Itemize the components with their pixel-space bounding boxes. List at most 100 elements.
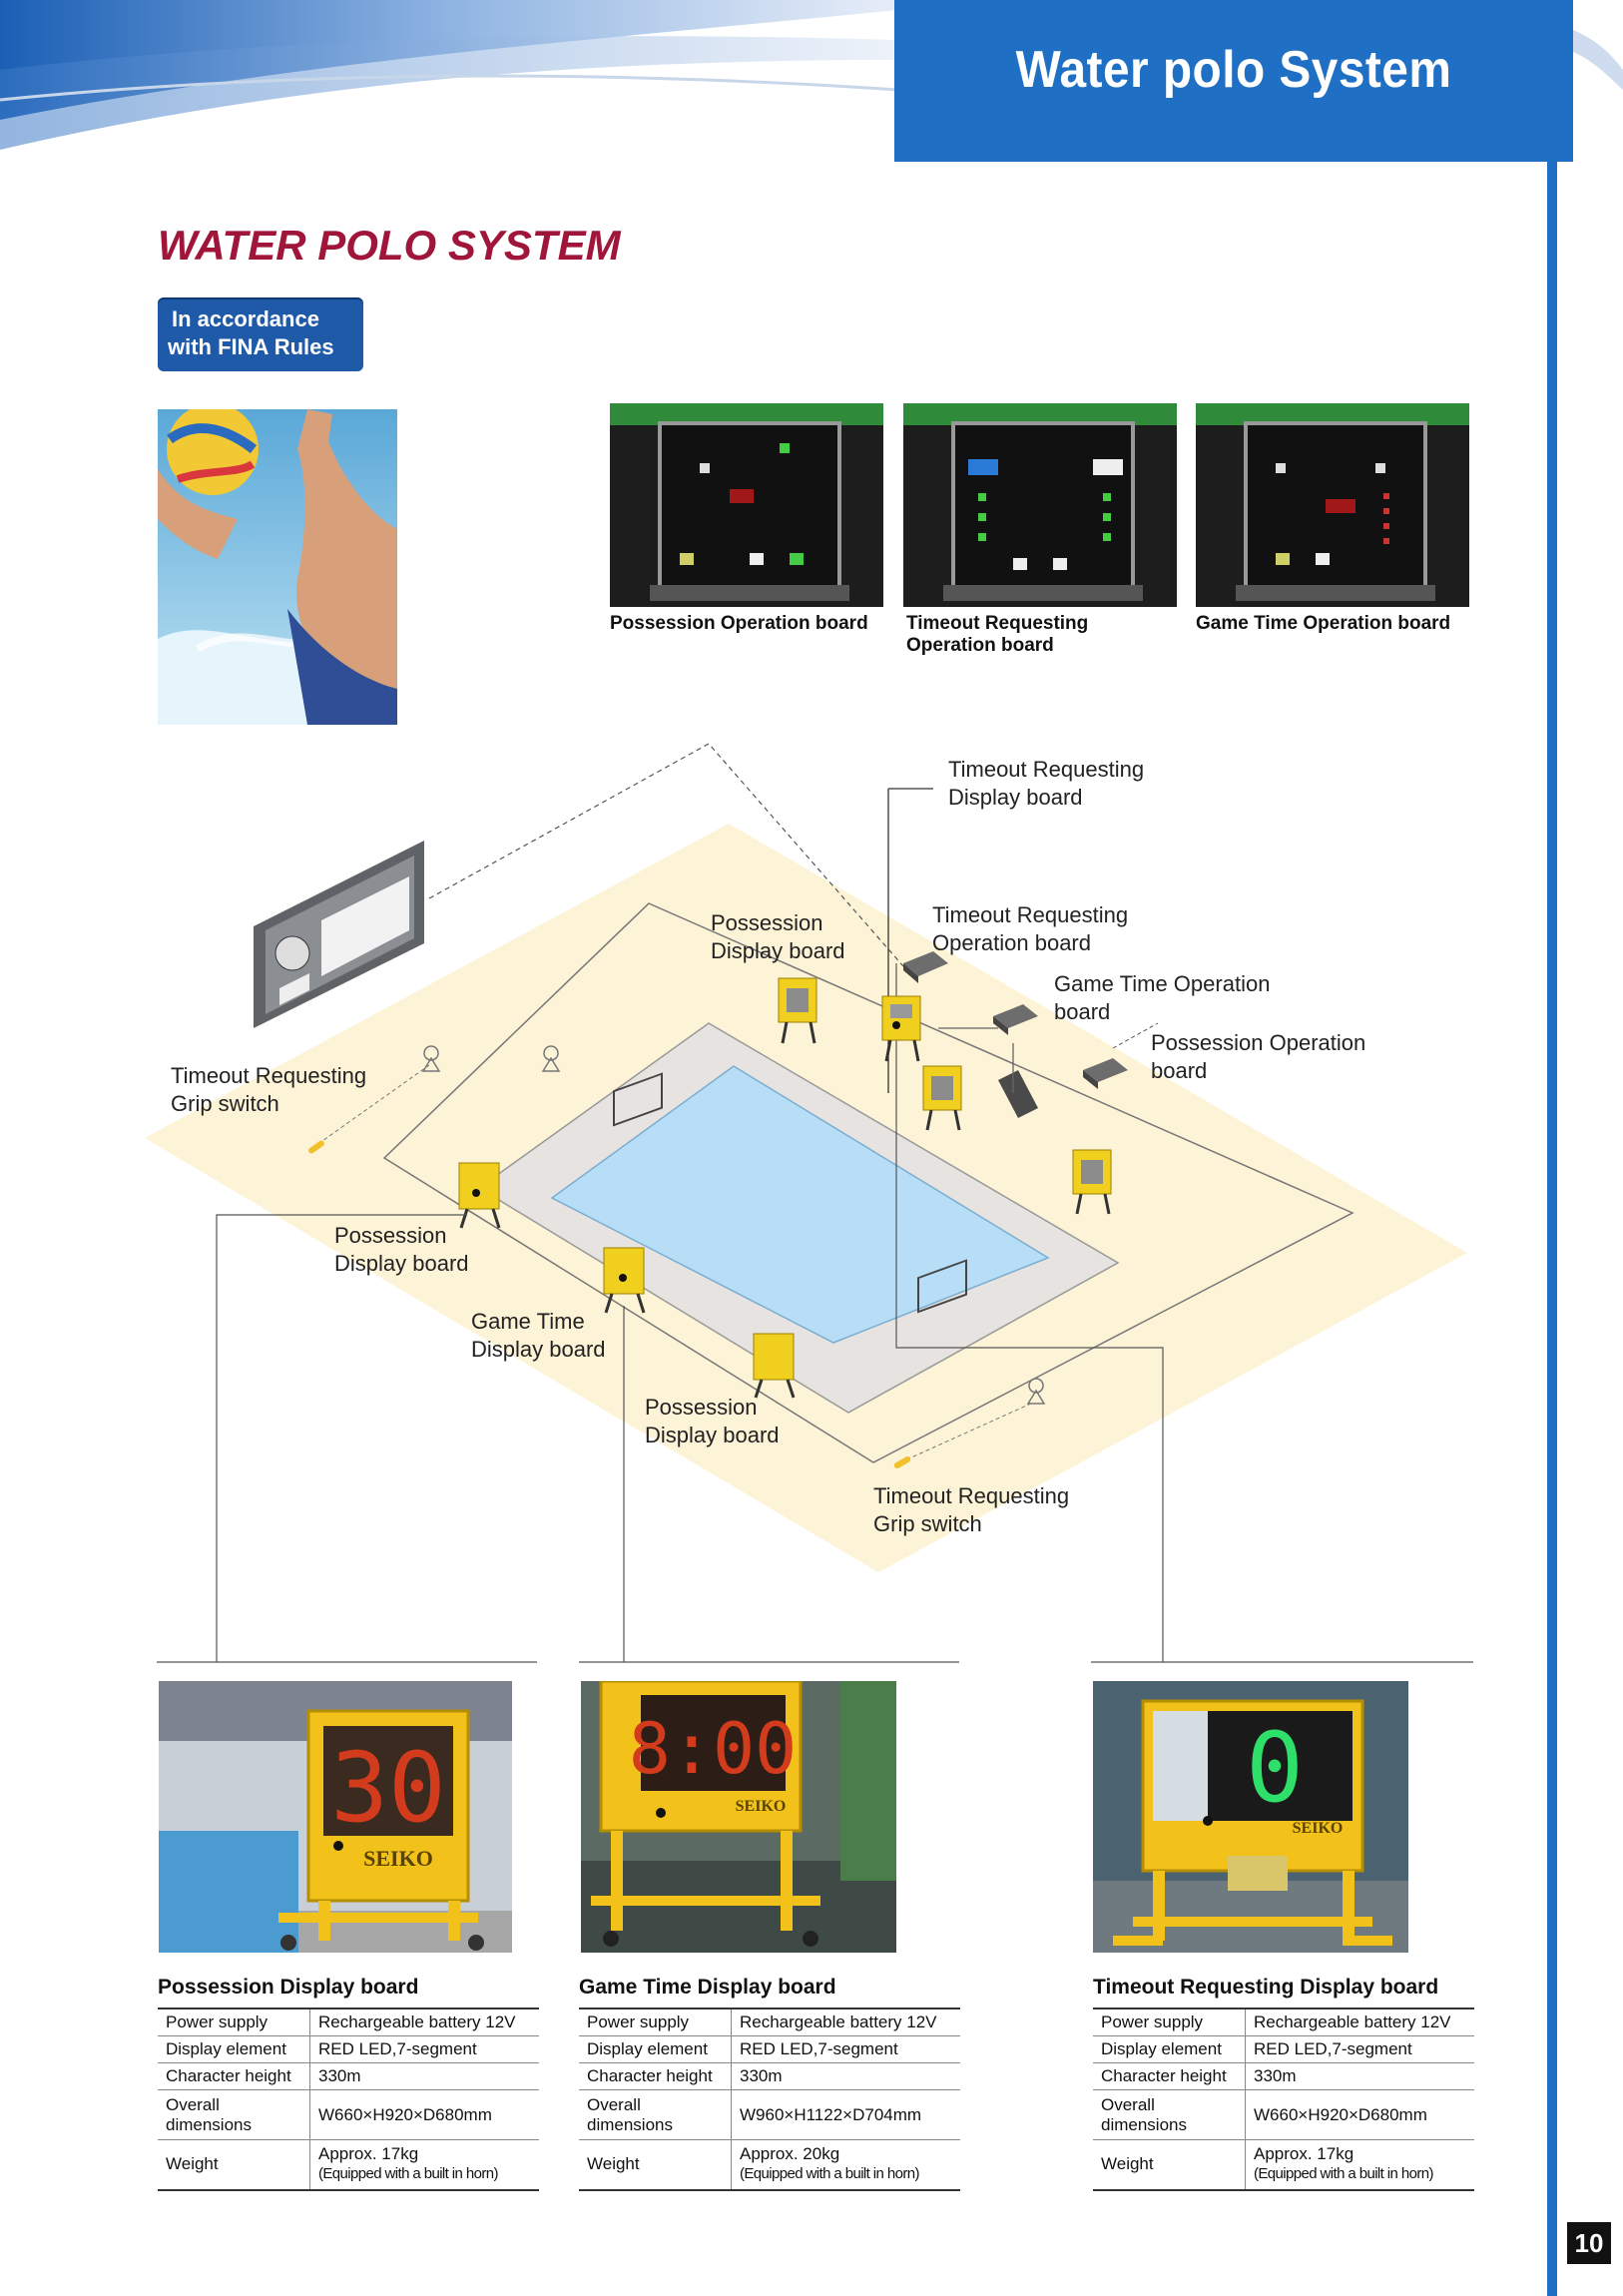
goal-net-right <box>917 1259 967 1314</box>
label-line: Display board <box>711 938 845 963</box>
possession-display-board-title: Possession Display board <box>158 1976 419 1999</box>
spec-value-main: Approx. 20kg <box>740 2144 840 2164</box>
spec-value-note: (Equipped with a built in horn) <box>740 2165 919 2183</box>
system-layout-diagram <box>145 743 1473 1663</box>
label-line: Display board <box>645 1423 780 1447</box>
spec-value-main: Approx. 17kg <box>1254 2144 1354 2164</box>
timeout-photo-digits: 0 <box>1246 1712 1304 1824</box>
label-line: board <box>1054 999 1111 1024</box>
label-line: Game Time Operation <box>1054 971 1271 996</box>
spec-key: Character height <box>1093 2062 1246 2090</box>
label-line: Operation board <box>932 930 1091 955</box>
possession-display-board-right-top <box>922 1065 962 1131</box>
label-timeout-grip-switch-left: Timeout Requesting Grip switch <box>171 1062 366 1118</box>
timeout-requesting-display-board-title: Timeout Requesting Display board <box>1093 1976 1439 1999</box>
label-line: board <box>1151 1058 1208 1083</box>
spec-key: Character height <box>579 2062 732 2090</box>
page-title: WATER POLO SYSTEM <box>158 222 621 269</box>
spec-key: Overall dimensions <box>579 2089 732 2140</box>
spec-key: Weight <box>579 2139 732 2191</box>
water-polo-player-photo <box>158 409 397 725</box>
game-time-display-board-photo: 8:00 SEIKO <box>581 1681 896 1953</box>
label-line: Possession <box>645 1395 758 1420</box>
grip-switches <box>308 1064 1034 1468</box>
spec-key: Weight <box>158 2139 310 2191</box>
cable-outline <box>382 902 1354 1463</box>
spec-value: Approx. 17kg(Equipped with a built in ho… <box>1245 2139 1474 2191</box>
badge-line2: with FINA Rules <box>168 334 334 359</box>
page-number: 10 <box>1567 2222 1611 2264</box>
possession-display-board-photo: 30 SEIKO <box>159 1681 512 1953</box>
label-game-time-operation-board: Game Time Operation board <box>1054 970 1270 1026</box>
wall-scoreboard <box>254 841 424 1028</box>
spec-value-note: (Equipped with a built in horn) <box>318 2165 498 2183</box>
right-accent-bar <box>1547 160 1557 2296</box>
game-time-photo-digits: 8:00 <box>629 1708 798 1790</box>
timeout-requesting-operation-board-photo <box>903 403 1177 607</box>
label-line: Possession <box>334 1223 447 1248</box>
brand-logo: SEIKO <box>736 1798 787 1815</box>
label-line: Display board <box>471 1337 606 1362</box>
spec-value: Rechargeable battery 12V <box>731 2008 960 2036</box>
label-line: Game Time <box>471 1309 585 1334</box>
spec-value-note: (Equipped with a built in horn) <box>1254 2165 1433 2183</box>
spec-value: Approx. 20kg (Equipped with a built in h… <box>731 2139 960 2191</box>
label-line: Possession <box>711 910 823 935</box>
spec-value: Rechargeable battery 12V <box>309 2008 539 2036</box>
game-time-operation-board-photo <box>1196 403 1469 607</box>
label-timeout-requesting-operation-board: Timeout Requesting Operation board <box>932 901 1128 957</box>
header-title: Water polo System <box>1015 41 1452 99</box>
spec-key: Character height <box>158 2062 310 2090</box>
label-line: Display board <box>948 785 1083 810</box>
spec-value: RED LED,7-segment <box>1245 2035 1474 2063</box>
label-line: Possession Operation <box>1151 1030 1366 1055</box>
goal-net-left <box>613 1072 663 1127</box>
spec-value: 330m <box>731 2062 960 2090</box>
fina-rules-badge: In accordance with FINA Rules <box>158 297 363 371</box>
callout-possession <box>216 1214 467 1662</box>
possession-display-board-bottom <box>753 1333 796 1399</box>
brand-logo: SEIKO <box>1293 1820 1344 1837</box>
label-line: Grip switch <box>171 1091 279 1116</box>
caption-line2: Operation board <box>906 635 1054 656</box>
brand-logo: SEIKO <box>363 1846 433 1871</box>
spec-value: Approx. 17kg(Equipped with a built in ho… <box>309 2139 539 2191</box>
spec-value: W660×H920×D680mm <box>1245 2089 1474 2140</box>
timeout-requesting-display-board <box>881 995 921 1062</box>
spec-key: Display element <box>1093 2035 1246 2063</box>
timeout-requesting-display-board-photo: 0 SEIKO <box>1093 1681 1408 1953</box>
horn-speakers <box>421 1045 1046 1405</box>
label-line: Display board <box>334 1251 469 1276</box>
spec-value: 330m <box>309 2062 539 2090</box>
label-possession-display-board-left: Possession Display board <box>334 1222 469 1278</box>
possession-display-board-left <box>458 1162 501 1229</box>
game-time-display-board <box>603 1247 646 1314</box>
spec-value: W960×H1122×D704mm <box>731 2089 960 2140</box>
caption-line1: Timeout Requesting <box>906 613 1089 634</box>
operation-board-boxes <box>903 951 1128 1118</box>
game-time-operation-board-caption: Game Time Operation board <box>1196 613 1451 634</box>
spec-key: Power supply <box>158 2008 310 2036</box>
label-possession-display-board-top: Possession Display board <box>711 909 845 965</box>
label-line: Timeout Requesting <box>948 757 1145 782</box>
spec-key: Overall dimensions <box>1093 2089 1246 2140</box>
spec-value-main: Approx. 17kg <box>318 2144 419 2164</box>
spec-value: RED LED,7-segment <box>309 2035 539 2063</box>
possession-display-board-top <box>778 977 817 1044</box>
possession-operation-board-photo <box>610 403 883 607</box>
label-timeout-grip-switch-bottom: Timeout Requesting Grip switch <box>873 1482 1069 1538</box>
header-title-box <box>894 0 1573 162</box>
game-time-display-board-title: Game Time Display board <box>579 1976 836 1999</box>
